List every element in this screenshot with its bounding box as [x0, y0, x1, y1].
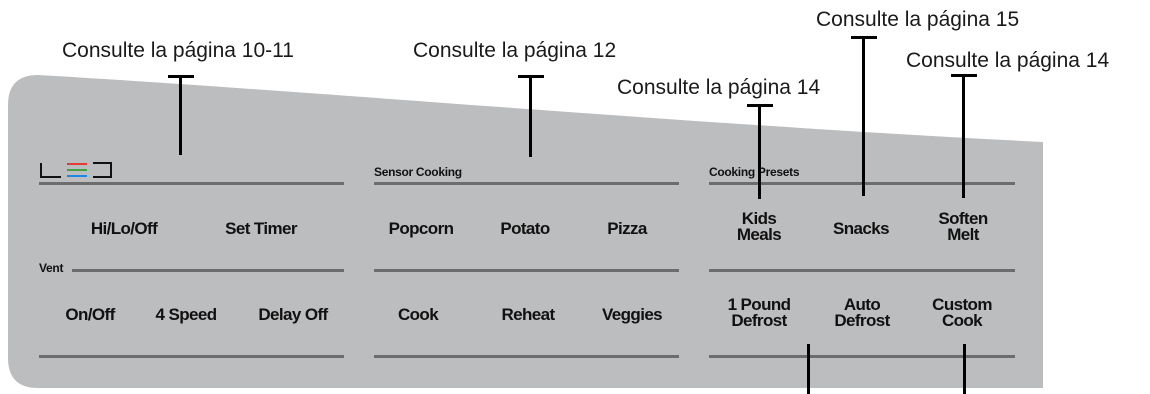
callout-snacks-page-ref: Consulte la página 15: [816, 8, 1020, 31]
divider-sensor-bottom: [374, 355, 679, 358]
vent-on-off-button[interactable]: On/Off: [65, 305, 115, 324]
reheat-button[interactable]: Reheat: [501, 305, 555, 324]
leader-line-kids-meals: [758, 104, 761, 199]
cooking-presets-label: Cooking Presets: [709, 165, 800, 179]
callout-timer-page-ref: Consulte la página 10-11: [62, 39, 294, 62]
leader-line-timer: [179, 75, 182, 155]
vent-label: Vent: [39, 261, 64, 275]
potato-button[interactable]: Potato: [500, 219, 550, 238]
soften-melt-button[interactable]: Soften Melt: [938, 209, 988, 244]
auto-defrost-button[interactable]: Auto Defrost: [834, 295, 890, 330]
divider-vent-bottom: [39, 355, 344, 358]
hi-lo-off-button[interactable]: Hi/Lo/Off: [90, 219, 158, 238]
leader-line-sensor: [529, 75, 532, 157]
divider-sensor-top: [374, 182, 679, 185]
callout-soften-melt-page-ref: Consulte la página 14: [906, 49, 1110, 72]
vent-delay-off-button[interactable]: Delay Off: [258, 305, 328, 324]
divider-presets-middle: [709, 269, 1015, 272]
divider-presets-bottom: [709, 355, 1015, 358]
veggies-button[interactable]: Veggies: [601, 305, 663, 324]
divider-led-top: [39, 182, 344, 185]
set-timer-button[interactable]: Set Timer: [225, 219, 297, 238]
led-logo: [40, 162, 112, 178]
leader-line-snacks: [862, 36, 865, 196]
vent-4-speed-button[interactable]: 4 Speed: [155, 305, 218, 324]
leader-line-custom-cook: [963, 344, 966, 394]
callout-kids-meals-page-ref: Consulte la página 14: [617, 76, 821, 99]
leader-line-soften-melt: [962, 74, 965, 198]
divider-sensor-middle: [374, 269, 679, 272]
kids-meals-button[interactable]: Kids Meals: [736, 209, 782, 244]
leader-line-one-pound-defrost: [807, 344, 810, 394]
one-pound-defrost-button[interactable]: 1 Pound Defrost: [727, 295, 791, 330]
pizza-button[interactable]: Pizza: [607, 219, 647, 238]
snacks-button[interactable]: Snacks: [833, 219, 890, 238]
callout-sensor-page-ref: Consulte la página 12: [413, 39, 617, 62]
custom-cook-button[interactable]: Custom Cook: [932, 295, 992, 330]
popcorn-button[interactable]: Popcorn: [388, 219, 454, 238]
cook-button[interactable]: Cook: [397, 305, 439, 324]
led-letter-d: [93, 162, 112, 178]
led-letter-l: [40, 163, 61, 178]
panel-shape: [8, 75, 1043, 388]
divider-vent-middle: [72, 269, 344, 272]
sensor-cooking-label: Sensor Cooking: [374, 165, 462, 179]
